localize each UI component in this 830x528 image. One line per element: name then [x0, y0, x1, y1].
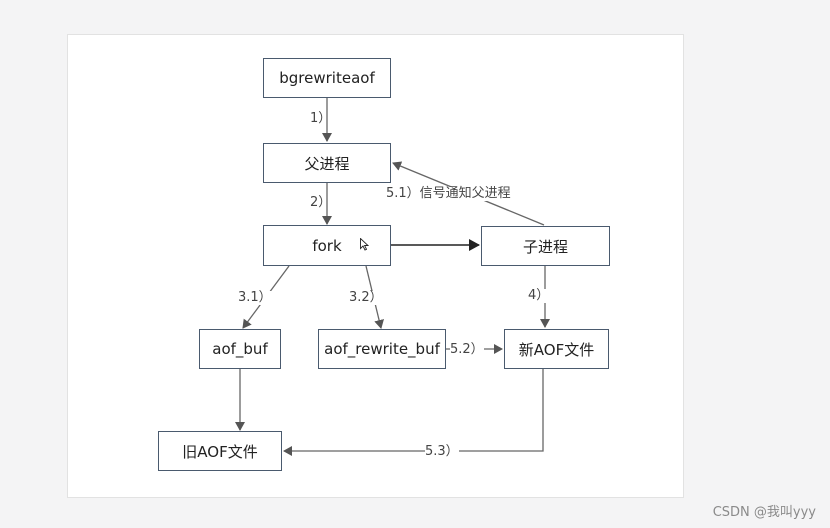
node-aof-buf: aof_buf	[199, 329, 281, 369]
node-child-process: 子进程	[481, 226, 610, 266]
edge-new-aof-to-old-aof	[283, 369, 544, 456]
node-aof-rewrite-buf: aof_rewrite_buf	[318, 329, 446, 369]
edge-label-step1: 1）	[310, 111, 332, 126]
node-parent-process: 父进程	[263, 143, 391, 183]
edge-label-step3-1: 3.1）	[238, 290, 272, 305]
node-bgrewriteaof: bgrewriteaof	[263, 58, 391, 98]
edge-label-step5-2: 5.2）	[450, 342, 484, 357]
node-fork: fork	[263, 225, 391, 266]
node-old-aof-file: 旧AOF文件	[158, 431, 282, 471]
mouse-cursor-icon	[360, 238, 369, 251]
edge-label-step4: 4）	[528, 288, 550, 303]
edge-label-step2: 2）	[310, 195, 332, 210]
edge-label-step3-2: 3.2）	[349, 290, 383, 305]
edge-label-step5-1: 5.1）信号通知父进程	[386, 186, 511, 201]
watermark: CSDN @我叫yyy	[712, 505, 816, 520]
edge-label-step5-3: 5.3）	[425, 444, 459, 459]
diagram-card	[67, 34, 684, 498]
node-new-aof-file: 新AOF文件	[504, 329, 609, 369]
